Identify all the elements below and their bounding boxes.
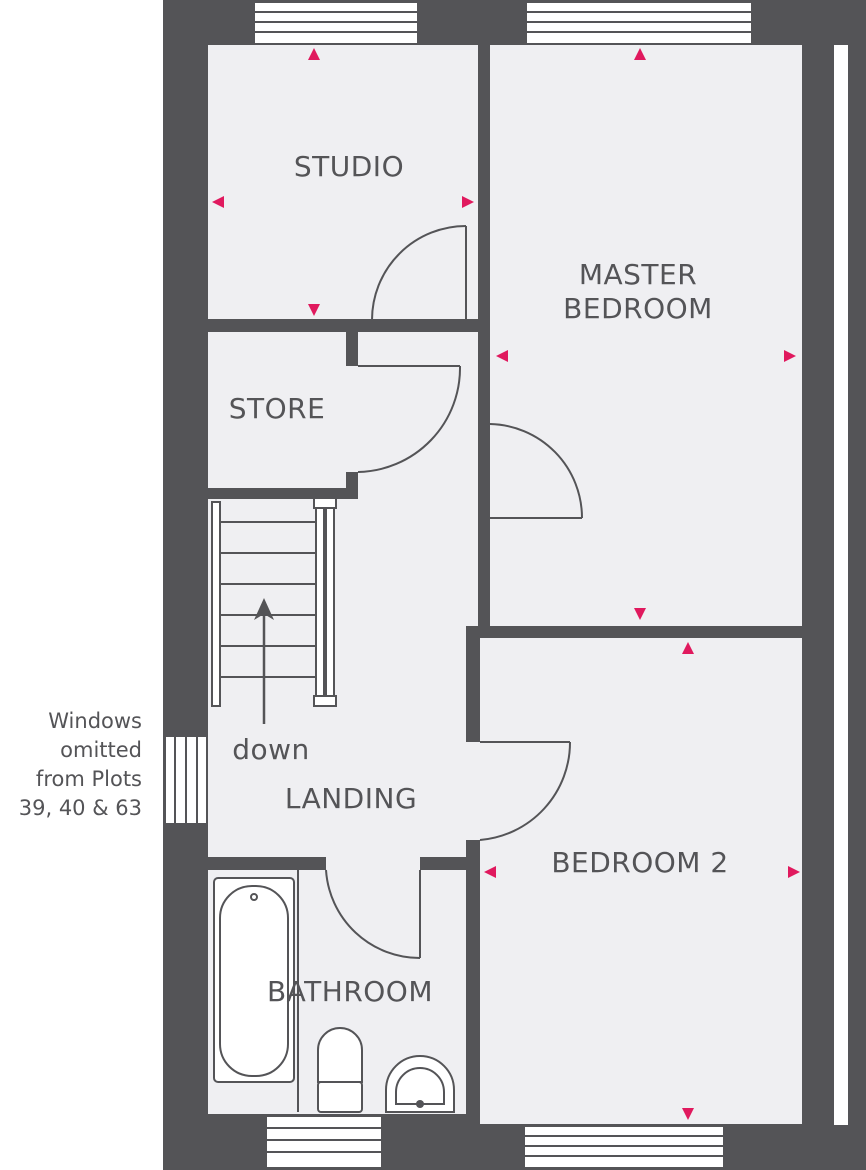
stairs-direction-arrow	[254, 598, 274, 724]
studio-label: STUDIO	[294, 150, 404, 183]
note-line-3: from Plots	[36, 767, 142, 791]
master-bedroom-label-line1: MASTER	[579, 258, 697, 291]
staircase	[211, 497, 337, 707]
bedroom-2-label: BEDROOM 2	[551, 846, 728, 879]
wall-master-bedroom2	[466, 626, 802, 638]
studio-floor	[208, 45, 478, 319]
window-master-bedroom	[525, 1, 753, 45]
wall-studio-store	[208, 319, 370, 332]
stairs-direction-label: down	[232, 733, 310, 766]
master-bedroom-label-line2: BEDROOM	[563, 292, 713, 325]
bathtub	[213, 870, 299, 1112]
landing-label: LANDING	[285, 782, 417, 815]
bathroom-label: BATHROOM	[267, 975, 433, 1008]
window-landing-side	[164, 735, 208, 825]
window-bedroom-2	[523, 1125, 725, 1169]
basin	[385, 1055, 455, 1113]
note-line-4: 39, 40 & 63	[19, 796, 142, 820]
door-store	[357, 365, 462, 473]
wall-studio-master	[478, 45, 490, 423]
window-studio	[253, 1, 419, 45]
toilet	[317, 1027, 363, 1113]
door-bathroom	[325, 869, 421, 960]
wall-landing-bathroom	[208, 857, 326, 870]
note-line-1: Windows	[48, 709, 142, 733]
bedroom-2-floor	[480, 638, 802, 1124]
window-bathroom	[265, 1115, 383, 1169]
door-bedroom-2	[479, 741, 572, 841]
dimension-markers	[212, 48, 800, 1120]
store-label: STORE	[229, 392, 326, 425]
wall-store-stairs	[208, 488, 358, 499]
door-studio	[371, 225, 467, 321]
door-master-bedroom	[489, 423, 583, 519]
note-line-2: omitted	[60, 738, 142, 762]
master-bedroom-floor	[490, 45, 802, 626]
